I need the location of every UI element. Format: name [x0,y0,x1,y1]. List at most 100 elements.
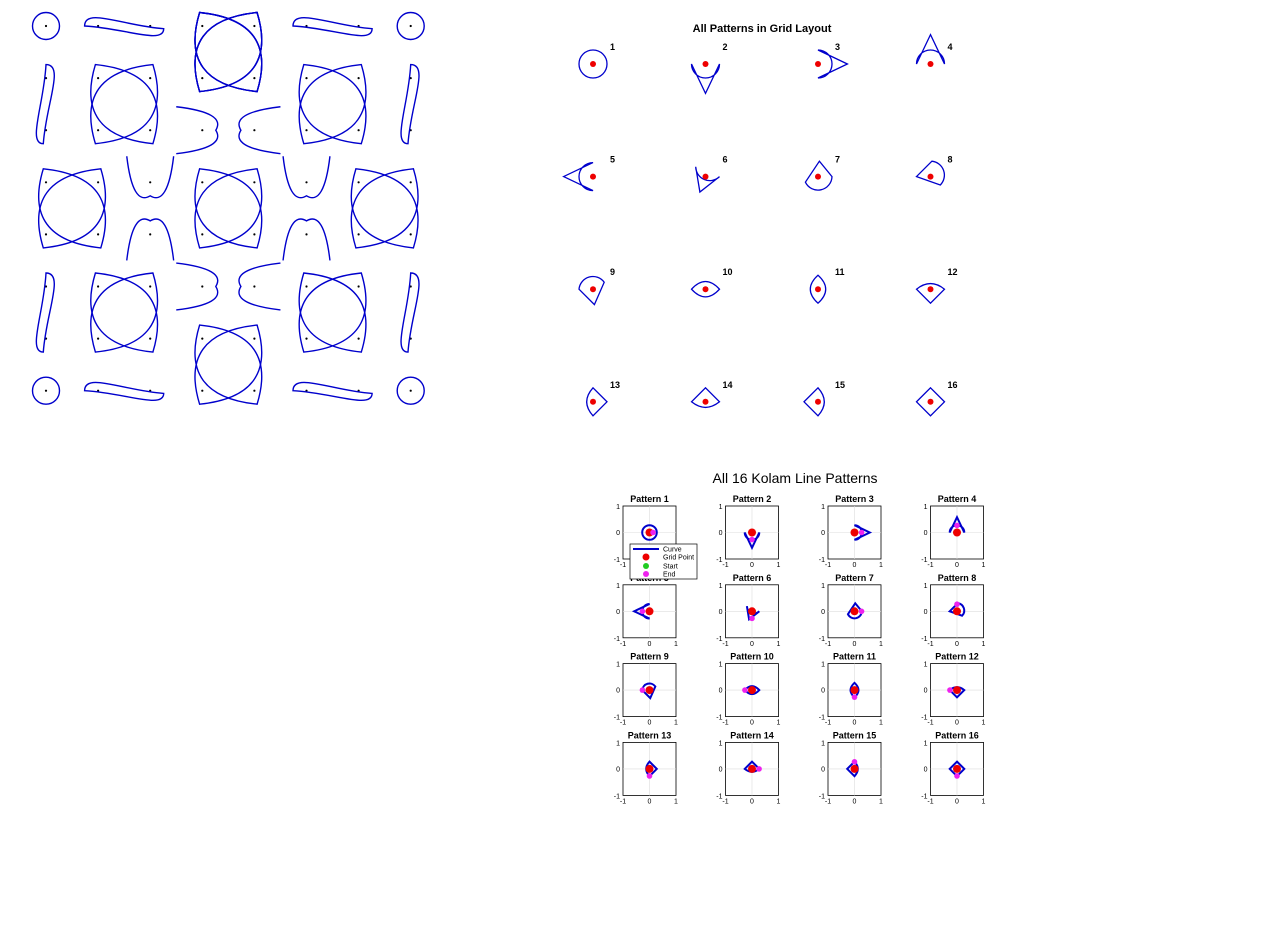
y-tick-label: 1 [719,740,723,747]
grid-point-marker [850,686,859,695]
end-marker [851,694,858,700]
y-tick-label: -1 [614,636,620,643]
kolam-dot [409,181,412,184]
y-tick-label: -1 [921,793,927,800]
x-tick-label: 1 [777,562,781,569]
y-tick-label: 1 [719,504,723,511]
x-tick-label: -1 [825,641,831,648]
subplot-title: Pattern 16 [935,730,979,740]
y-tick-label: 0 [924,530,928,537]
x-tick-label: -1 [620,641,626,648]
y-tick-label: 0 [821,530,825,537]
grid-point-marker [850,607,859,616]
x-tick-label: 0 [648,641,652,648]
grid-point-marker [645,686,654,695]
kolam-dot [305,337,308,340]
subplot-title: Pattern 4 [938,494,977,504]
kolam-curve [298,63,367,145]
grid-point-dot [927,61,934,67]
kolam-dot [305,181,308,184]
kolam-circle [31,11,61,41]
pattern-number-label: 12 [948,267,958,277]
kolam-dot [305,285,308,288]
y-tick-label: 1 [924,740,928,747]
y-tick-label: 1 [821,583,825,590]
x-tick-label: 1 [777,798,781,805]
subplot-title: Pattern 7 [835,573,874,583]
subplot-title: Pattern 10 [730,652,774,662]
y-tick-label: 0 [719,688,723,695]
y-tick-label: -1 [716,793,722,800]
end-marker [954,773,960,779]
y-tick-label: 1 [821,740,825,747]
kolam-curve [350,168,419,249]
kolam-dot [409,24,412,28]
kolam-curve [298,272,367,353]
x-tick-label: 0 [853,562,857,569]
kolam-curve [350,168,419,249]
kolam-curve [282,156,331,199]
grid-pattern-2: 2 [690,42,728,95]
grid-point-marker [748,686,756,695]
grid-point-dot [590,398,596,405]
y-tick-label: 0 [616,530,620,537]
pattern-number-label: 2 [723,42,728,52]
grid-point-dot [927,286,934,293]
subplot-pattern-5: Pattern 510-1-101 [614,573,678,648]
grid-point-marker [953,764,961,773]
x-tick-label: -1 [825,798,831,805]
kolam-curve [194,168,263,249]
grid-point-marker [645,764,654,773]
kolam-curve [83,17,165,37]
x-tick-label: 0 [955,641,959,648]
kolam-dot [149,337,152,340]
x-tick-label: -1 [825,562,831,569]
grid-point-marker [953,528,961,537]
end-marker [639,687,646,693]
kolam-dot [149,285,152,288]
grid-pattern-5: 5 [562,155,615,192]
y-tick-label: 1 [821,662,825,669]
x-tick-label: 1 [982,641,986,648]
kolam-dot [97,181,100,184]
grid-point-dot [590,61,596,67]
x-tick-label: -1 [927,798,933,805]
end-marker [851,759,858,765]
kolam-dot [253,77,256,80]
pattern-number-label: 10 [723,267,733,277]
y-tick-label: -1 [716,715,722,722]
kolam-curve [282,218,331,261]
y-tick-label: -1 [614,557,620,564]
x-tick-label: 0 [750,720,754,727]
x-tick-label: 1 [879,720,883,727]
legend-grid-point-swatch [642,553,650,561]
grid-pattern-13: 13 [586,380,620,417]
x-tick-label: 0 [853,720,857,727]
legend-label-grid-point: Grid Point [663,555,694,562]
pattern-curve [641,524,658,541]
x-tick-label: -1 [620,720,626,727]
x-tick-label: 1 [982,562,986,569]
pattern-curve [578,275,605,306]
pattern-number-label: 11 [835,267,845,277]
kolam-drawing [31,11,425,405]
pattern-curve [690,280,721,298]
kolam-dot [201,337,204,340]
kolam-dot [44,24,48,28]
x-tick-label: -1 [825,720,831,727]
y-tick-label: -1 [614,715,620,722]
subplot-title: Pattern 8 [938,573,977,583]
kolam-dot [201,181,204,184]
subplot-title: Pattern 3 [835,494,874,504]
pattern-number-label: 7 [835,155,840,165]
kolam-dot [357,233,360,236]
kolam-curve [176,262,219,311]
kolam-circle [396,376,425,405]
x-tick-label: 0 [853,798,857,805]
x-tick-label: 1 [674,641,678,648]
